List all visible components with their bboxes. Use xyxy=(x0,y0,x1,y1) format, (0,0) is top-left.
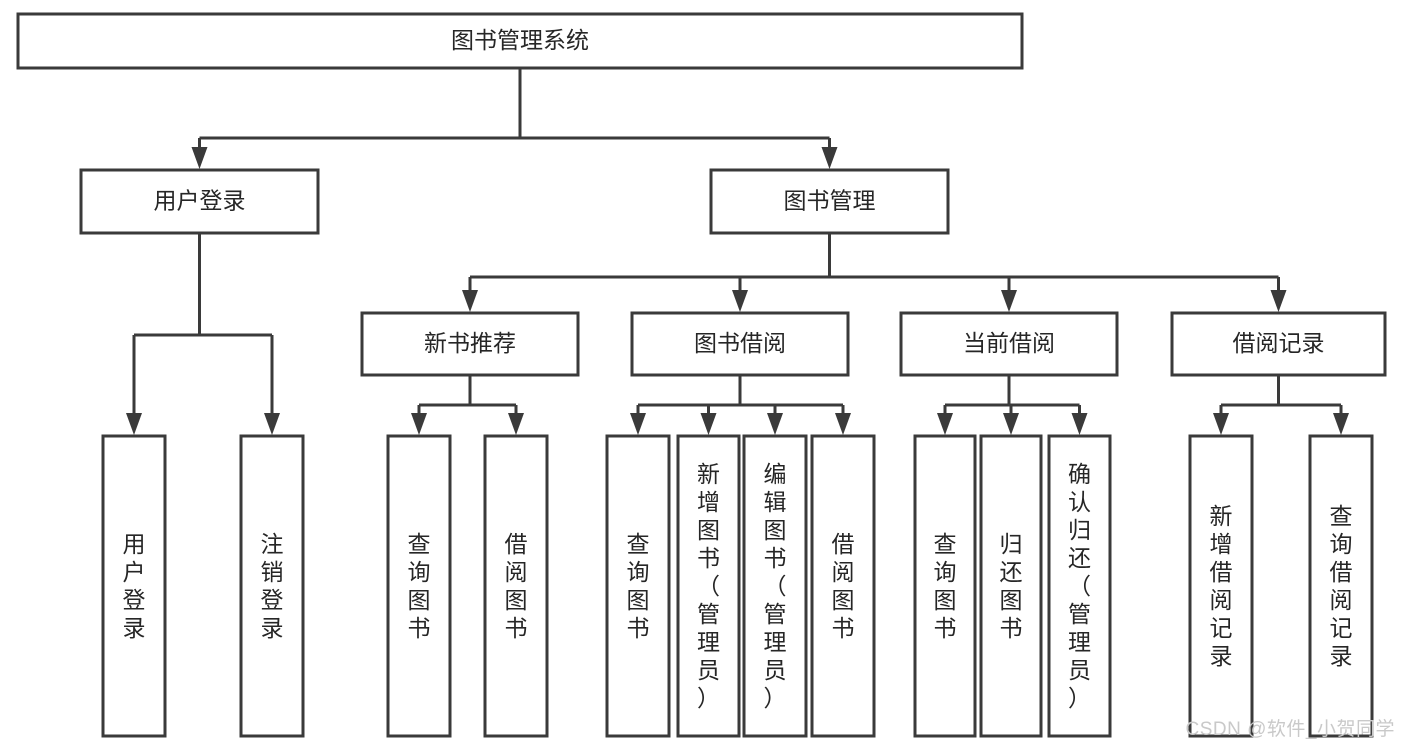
node-root[interactable]: 图书管理系统 xyxy=(16,12,1024,70)
arrow-head-cu_confirm xyxy=(1071,413,1088,435)
node-box-rc_query xyxy=(1308,434,1374,738)
node-login_in[interactable]: 用户登录 xyxy=(101,434,167,738)
node-box-cu_return xyxy=(979,434,1043,738)
arrow-head-login_out xyxy=(264,413,280,435)
node-label-cu_confirm: 确认归还（管理员） xyxy=(1068,461,1091,711)
node-label-login_out: 注销登录 xyxy=(261,531,284,641)
node-label-nb_query: 查询图书 xyxy=(408,531,431,641)
node-label-rc_query: 查询借阅记录 xyxy=(1330,503,1353,669)
node-label-borrow: 图书借阅 xyxy=(694,330,786,356)
node-box-nb_borrow xyxy=(483,434,549,738)
node-box-nb_query xyxy=(386,434,452,738)
node-box-bookmgmt xyxy=(709,168,950,235)
node-rc_add[interactable]: 新增借阅记录 xyxy=(1188,434,1254,738)
node-box-rc_add xyxy=(1188,434,1254,738)
node-box-login xyxy=(79,168,320,235)
node-bookmgmt[interactable]: 图书管理 xyxy=(709,168,950,235)
node-box-br_edit xyxy=(742,434,808,738)
node-label-current: 当前借阅 xyxy=(963,330,1055,356)
node-br_query[interactable]: 查询图书 xyxy=(605,434,671,738)
node-label-br_lend: 借阅图书 xyxy=(832,531,855,641)
arrow-head-borrow xyxy=(732,290,748,312)
arrow-head-rc_query xyxy=(1333,413,1349,435)
node-login_out[interactable]: 注销登录 xyxy=(239,434,305,738)
node-br_lend[interactable]: 借阅图书 xyxy=(810,434,876,738)
node-label-cu_query: 查询图书 xyxy=(934,531,957,641)
node-box-cu_confirm xyxy=(1047,434,1112,738)
node-box-login_in xyxy=(101,434,167,738)
node-box-root xyxy=(16,12,1024,70)
node-label-login_in: 用户登录 xyxy=(123,531,146,641)
connector-layer xyxy=(126,68,1349,435)
arrow-head-bookmgmt xyxy=(821,147,838,169)
node-br_add[interactable]: 新增图书（管理员） xyxy=(676,434,741,738)
node-label-newbook: 新书推荐 xyxy=(424,330,516,356)
node-box-record xyxy=(1170,311,1387,377)
node-label-nb_borrow: 借阅图书 xyxy=(505,531,528,641)
node-box-login_out xyxy=(239,434,305,738)
node-cu_query[interactable]: 查询图书 xyxy=(913,434,977,738)
node-box-current xyxy=(899,311,1119,377)
node-cu_return[interactable]: 归还图书 xyxy=(979,434,1043,738)
arrow-head-nb_borrow xyxy=(508,413,524,435)
node-box-br_query xyxy=(605,434,671,738)
node-box-br_add xyxy=(676,434,741,738)
node-box-borrow xyxy=(630,311,850,377)
node-box-newbook xyxy=(360,311,580,377)
node-label-br_query: 查询图书 xyxy=(627,531,650,641)
arrow-head-nb_query xyxy=(411,413,427,435)
arrow-head-newbook xyxy=(462,290,478,312)
arrow-head-br_add xyxy=(700,413,717,435)
arrow-head-rc_add xyxy=(1213,413,1229,435)
arrow-head-cu_query xyxy=(937,413,953,435)
node-label-record: 借阅记录 xyxy=(1233,330,1325,356)
arrow-head-login xyxy=(191,147,208,169)
arrow-head-record xyxy=(1270,290,1287,312)
arrow-head-br_lend xyxy=(835,413,851,435)
node-login[interactable]: 用户登录 xyxy=(79,168,320,235)
node-label-bookmgmt: 图书管理 xyxy=(784,188,876,214)
node-label-br_edit: 编辑图书（管理员） xyxy=(764,461,787,711)
arrow-head-cu_return xyxy=(1003,413,1019,435)
node-br_edit[interactable]: 编辑图书（管理员） xyxy=(742,434,808,738)
node-box-br_lend xyxy=(810,434,876,738)
node-rc_query[interactable]: 查询借阅记录 xyxy=(1308,434,1374,738)
node-label-login: 用户登录 xyxy=(154,188,246,214)
node-label-br_add: 新增图书（管理员） xyxy=(697,461,720,711)
node-newbook[interactable]: 新书推荐 xyxy=(360,311,580,377)
node-box-cu_query xyxy=(913,434,977,738)
node-cu_confirm[interactable]: 确认归还（管理员） xyxy=(1047,434,1112,738)
node-nb_query[interactable]: 查询图书 xyxy=(386,434,452,738)
csdn-watermark: CSDN @软件_小贺同学 xyxy=(1185,719,1395,740)
node-label-root: 图书管理系统 xyxy=(451,27,589,53)
node-borrow[interactable]: 图书借阅 xyxy=(630,311,850,377)
arrow-head-login_in xyxy=(126,413,142,435)
node-label-cu_return: 归还图书 xyxy=(1000,531,1023,641)
arrow-head-br_query xyxy=(630,413,646,435)
node-record[interactable]: 借阅记录 xyxy=(1170,311,1387,377)
node-current[interactable]: 当前借阅 xyxy=(899,311,1119,377)
node-nb_borrow[interactable]: 借阅图书 xyxy=(483,434,549,738)
node-layer: 图书管理系统用户登录图书管理用户登录注销登录新书推荐图书借阅当前借阅借阅记录查询… xyxy=(16,12,1387,738)
arrow-head-current xyxy=(1001,290,1017,312)
arrow-head-br_edit xyxy=(767,413,783,435)
node-label-rc_add: 新增借阅记录 xyxy=(1210,503,1233,669)
